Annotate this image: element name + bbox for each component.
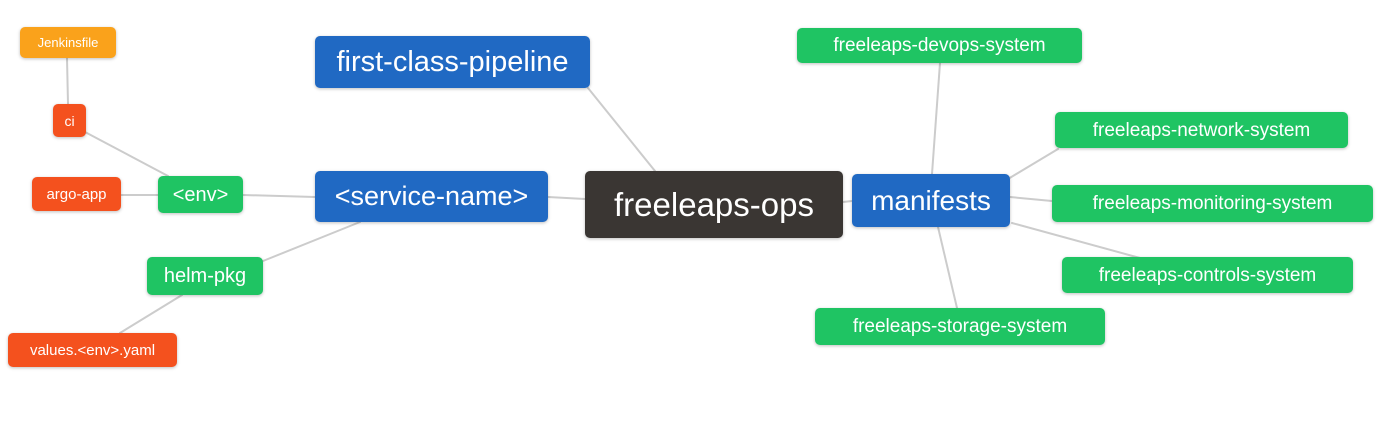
node-label: first-class-pipeline <box>336 45 569 78</box>
edge-ci-to-env <box>84 131 169 177</box>
edge-jenkinsfile-to-ci <box>66 57 69 105</box>
node-label: freeleaps-network-system <box>1092 119 1311 141</box>
node-label: manifests <box>871 184 991 216</box>
node-label: ci <box>64 112 75 129</box>
node-manifests[interactable]: manifests <box>852 174 1010 227</box>
node-env[interactable]: <env> <box>158 176 243 213</box>
node-jenkinsfile[interactable]: Jenkinsfile <box>20 27 116 58</box>
node-controls-system[interactable]: freeleaps-controls-system <box>1062 257 1353 293</box>
node-label: freeleaps-storage-system <box>852 316 1068 337</box>
node-devops-system[interactable]: freeleaps-devops-system <box>797 28 1082 63</box>
node-label: freeleaps-ops <box>614 186 814 223</box>
node-label: helm-pkg <box>163 265 247 287</box>
edge-values-env-yaml-to-helm-pkg <box>119 294 183 334</box>
edge-freeleaps-ops-to-manifests <box>842 200 853 203</box>
node-ci[interactable]: ci <box>53 104 86 137</box>
node-service-name[interactable]: <service-name> <box>315 171 548 222</box>
node-argo-app[interactable]: argo-app <box>32 177 121 211</box>
node-label: argo-app <box>46 185 107 203</box>
node-values-env-yaml[interactable]: values.<env>.yaml <box>8 333 177 367</box>
edge-manifests-to-network-system <box>1007 148 1059 180</box>
edge-manifests-to-monitoring-system <box>1009 196 1053 202</box>
node-helm-pkg[interactable]: helm-pkg <box>147 257 263 295</box>
node-label: values.<env>.yaml <box>29 341 156 359</box>
edge-manifests-to-controls-system <box>1011 222 1141 259</box>
edge-manifests-to-devops-system <box>931 62 941 175</box>
node-network-system[interactable]: freeleaps-network-system <box>1055 112 1348 148</box>
node-label: Jenkinsfile <box>37 35 99 50</box>
node-storage-system[interactable]: freeleaps-storage-system <box>815 308 1105 345</box>
edge-env-to-service-name <box>242 194 316 198</box>
node-freeleaps-ops[interactable]: freeleaps-ops <box>585 171 843 238</box>
node-label: <env> <box>172 183 229 206</box>
node-label: freeleaps-controls-system <box>1098 264 1317 286</box>
edge-service-name-to-freeleaps-ops <box>547 196 586 200</box>
edge-helm-pkg-to-service-name <box>262 221 361 262</box>
edge-first-class-pipeline-to-freeleaps-ops <box>587 87 656 172</box>
node-label: <service-name> <box>334 181 529 211</box>
node-first-class-pipeline[interactable]: first-class-pipeline <box>315 36 590 88</box>
edge-manifests-to-storage-system <box>937 226 958 309</box>
node-label: freeleaps-monitoring-system <box>1092 193 1333 214</box>
node-label: freeleaps-devops-system <box>833 35 1046 56</box>
node-monitoring-system[interactable]: freeleaps-monitoring-system <box>1052 185 1373 222</box>
